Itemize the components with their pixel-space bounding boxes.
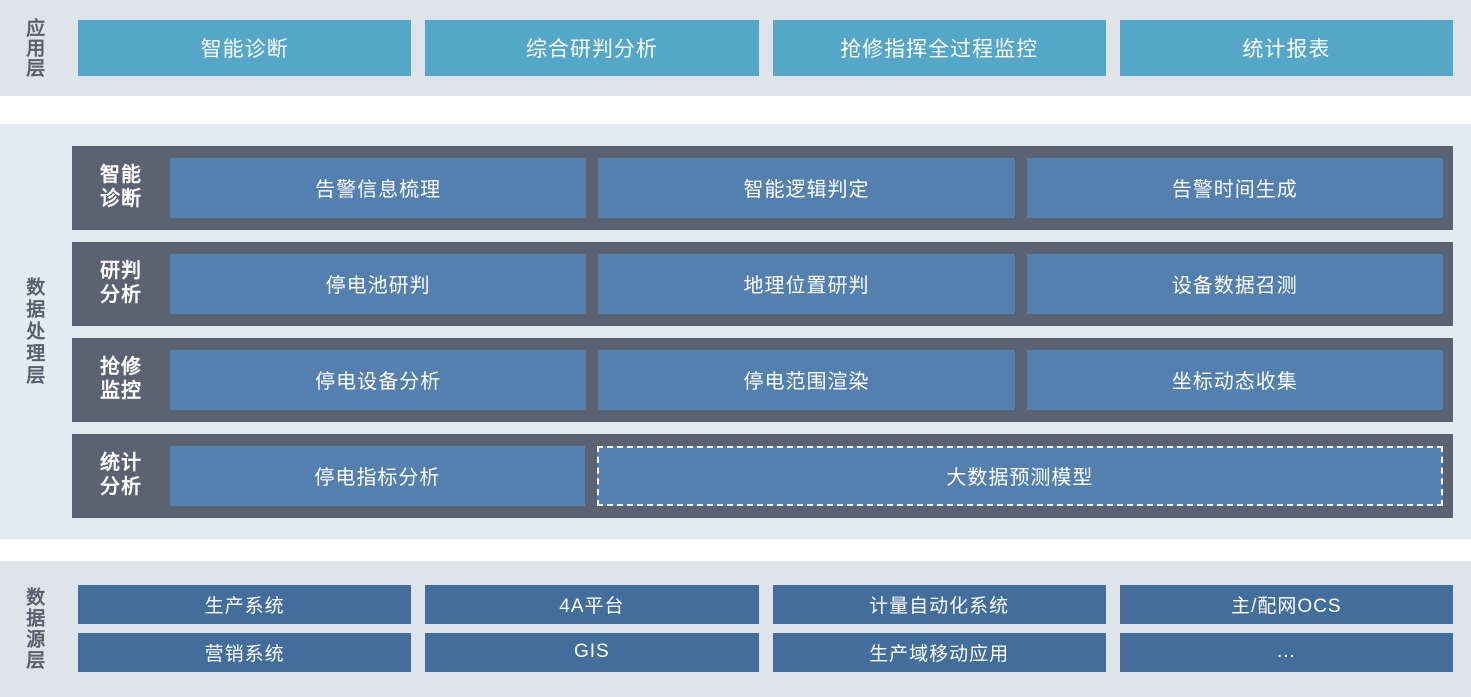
proc-cell-device-data-measurement[interactable]: 设备数据召测 [1026, 253, 1443, 314]
app-box-repair-monitoring[interactable]: 抢修指挥全过程监控 [772, 20, 1106, 76]
data-source-row: 生产系统 4A平台 计量自动化系统 主/配网OCS [78, 584, 1453, 624]
app-box-intelligent-diagnosis[interactable]: 智能诊断 [78, 20, 412, 76]
data-source-row: 营销系统 GIS 生产域移动应用 ... [78, 632, 1453, 672]
source-box-main-distribution-ocs[interactable]: 主/配网OCS [1119, 584, 1453, 624]
proc-row-intelligent-diagnosis: 智能 诊断 告警信息梳理 智能逻辑判定 告警时间生成 [72, 145, 1453, 230]
app-box-statistics-report[interactable]: 统计报表 [1119, 20, 1453, 76]
proc-row-cells: 停电池研判 地理位置研判 设备数据召测 [170, 242, 1443, 326]
proc-cell-coordinate-dynamic-collection[interactable]: 坐标动态收集 [1026, 349, 1443, 410]
proc-row-research-analysis: 研判 分析 停电池研判 地理位置研判 设备数据召测 [72, 241, 1453, 326]
source-box-4a-platform[interactable]: 4A平台 [425, 584, 759, 624]
application-layer-label: 应用层 [23, 18, 45, 78]
data-processing-layer: 数据处理层 智能 诊断 告警信息梳理 智能逻辑判定 告警时间生成 研判 分析 停… [0, 124, 1471, 539]
application-layer: 应用层 智能诊断 综合研判分析 抢修指挥全过程监控 统计报表 [0, 0, 1471, 96]
data-source-grid: 生产系统 4A平台 计量自动化系统 主/配网OCS 营销系统 GIS 生产域移动… [66, 561, 1471, 697]
proc-row-statistical-analysis: 统计 分析 停电指标分析 大数据预测模型 [72, 433, 1453, 518]
proc-row-label-research-analysis: 研判 分析 [100, 259, 142, 306]
proc-cell-alarm-time-generation[interactable]: 告警时间生成 [1026, 157, 1443, 218]
proc-cell-outage-range-rendering[interactable]: 停电范围渲染 [598, 349, 1015, 410]
data-source-layer-label: 数据源层 [23, 587, 45, 671]
app-box-comprehensive-analysis[interactable]: 综合研判分析 [425, 20, 759, 76]
proc-cell-intelligent-logic-judgment[interactable]: 智能逻辑判定 [598, 157, 1015, 218]
data-source-layer: 数据源层 生产系统 4A平台 计量自动化系统 主/配网OCS 营销系统 GIS … [0, 561, 1471, 697]
proc-cell-outage-device-analysis[interactable]: 停电设备分析 [170, 349, 587, 410]
source-box-gis[interactable]: GIS [425, 632, 759, 672]
proc-cell-big-data-prediction-model[interactable]: 大数据预测模型 [596, 445, 1443, 506]
application-layer-boxes: 智能诊断 综合研判分析 抢修指挥全过程监控 统计报表 [66, 0, 1471, 96]
proc-cell-geographic-location-analysis[interactable]: 地理位置研判 [598, 253, 1015, 314]
proc-row-cells: 停电设备分析 停电范围渲染 坐标动态收集 [170, 338, 1443, 422]
layer-divider-top [0, 96, 1471, 124]
proc-row-cells: 停电指标分析 大数据预测模型 [170, 434, 1443, 518]
source-box-production-mobile-app[interactable]: 生产域移动应用 [772, 632, 1106, 672]
source-box-more[interactable]: ... [1119, 632, 1453, 672]
source-box-production-system[interactable]: 生产系统 [78, 584, 412, 624]
proc-cell-alarm-info-sorting[interactable]: 告警信息梳理 [170, 157, 587, 218]
source-box-metering-automation-system[interactable]: 计量自动化系统 [772, 584, 1106, 624]
proc-row-repair-monitoring: 抢修 监控 停电设备分析 停电范围渲染 坐标动态收集 [72, 337, 1453, 422]
data-processing-layer-label: 数据处理层 [23, 276, 45, 387]
proc-row-label-repair-monitoring: 抢修 监控 [100, 355, 142, 402]
proc-cell-outage-index-analysis[interactable]: 停电指标分析 [170, 445, 585, 506]
proc-row-cells: 告警信息梳理 智能逻辑判定 告警时间生成 [170, 146, 1443, 230]
proc-row-label-statistical-analysis: 统计 分析 [100, 451, 142, 498]
layer-divider-bottom [0, 539, 1471, 561]
proc-cell-outage-pool-analysis[interactable]: 停电池研判 [170, 253, 587, 314]
data-processing-rows: 智能 诊断 告警信息梳理 智能逻辑判定 告警时间生成 研判 分析 停电池研判 地… [66, 124, 1471, 539]
proc-row-label-intelligent-diagnosis: 智能 诊断 [100, 163, 142, 210]
source-box-marketing-system[interactable]: 营销系统 [78, 632, 412, 672]
